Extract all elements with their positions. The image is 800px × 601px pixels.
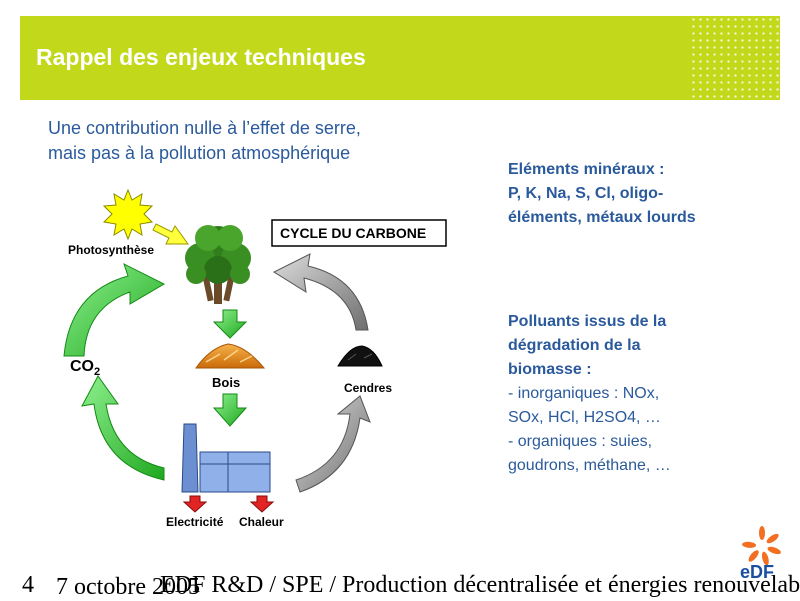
- footer-text: EDF R&D / SPE / Production décentralisée…: [160, 572, 800, 598]
- label-bois: Bois: [212, 375, 240, 390]
- electricity-arrow: [182, 495, 208, 513]
- photosynthesis-arrow: [152, 223, 189, 245]
- gray-arrow-lower-right: [295, 395, 371, 493]
- arrow-tree-to-wood: [212, 309, 248, 339]
- title-banner: Rappel des enjeux techniques: [20, 16, 780, 100]
- intro-line-1: Une contribution nulle à l’effet de serr…: [48, 118, 361, 138]
- power-plant-icon: [181, 423, 271, 493]
- cycle-label-box: [271, 219, 447, 247]
- footer-date: 7 octobre 2005: [56, 574, 200, 600]
- wood-pile-icon: [195, 343, 266, 369]
- minerals-block: Eléments minéraux : P, K, Na, S, Cl, oli…: [508, 158, 768, 230]
- gray-arrow-upper-right: [272, 253, 369, 331]
- heat-arrow: [249, 495, 275, 513]
- label-chaleur: Chaleur: [239, 515, 284, 529]
- tree-icon: [185, 225, 251, 304]
- pollutants-inorganic-1: - inorganiques : NOx,: [508, 385, 660, 402]
- label-electricite: Electricité: [166, 515, 224, 529]
- green-arrow-upper-left: [63, 263, 166, 357]
- minerals-line-1: P, K, Na, S, Cl, oligo-: [508, 185, 664, 202]
- label-photosynthese: Photosynthèse: [68, 243, 154, 257]
- edf-logo-burst-icon: [742, 526, 781, 566]
- carbon-cycle-diagram: Photosynthèse CYCLE DU CARBONE CO2 Bois …: [63, 188, 447, 529]
- pollutants-inorganic-2: SOx, HCl, H2SO4, …: [508, 409, 661, 426]
- sun-icon: [102, 188, 154, 241]
- slide-title: Rappel des enjeux techniques: [36, 44, 366, 70]
- minerals-line-2: éléments, métaux lourds: [508, 209, 696, 226]
- intro-line-2: mais pas à la pollution atmosphérique: [48, 143, 351, 163]
- edf-logo: eDF: [740, 526, 781, 582]
- pollutants-organic-1: - organiques : suies,: [508, 433, 653, 450]
- edf-logo-text: eDF: [740, 562, 774, 582]
- ash-pile-icon: [337, 345, 383, 367]
- minerals-heading: Eléments minéraux :: [508, 161, 665, 178]
- pollutants-organic-2: goudrons, méthane, …: [508, 457, 671, 474]
- green-arrow-lower-left: [81, 375, 165, 481]
- pollutants-block: Polluants issus de la dégradation de la …: [508, 310, 768, 478]
- cycle-label: CYCLE DU CARBONE: [280, 225, 426, 241]
- pollutants-heading-1: Polluants issus de la: [508, 313, 667, 330]
- label-co2: CO2: [70, 358, 100, 378]
- label-cendres: Cendres: [344, 381, 392, 395]
- footer-page-number: 4: [22, 572, 34, 598]
- pollutants-heading-3: biomasse :: [508, 361, 592, 378]
- banner-dot-pattern: [690, 16, 780, 100]
- arrow-wood-to-plant: [212, 393, 248, 427]
- intro-text: Une contribution nulle à l’effet de serr…: [48, 116, 468, 166]
- pollutants-heading-2: dégradation de la: [508, 337, 641, 354]
